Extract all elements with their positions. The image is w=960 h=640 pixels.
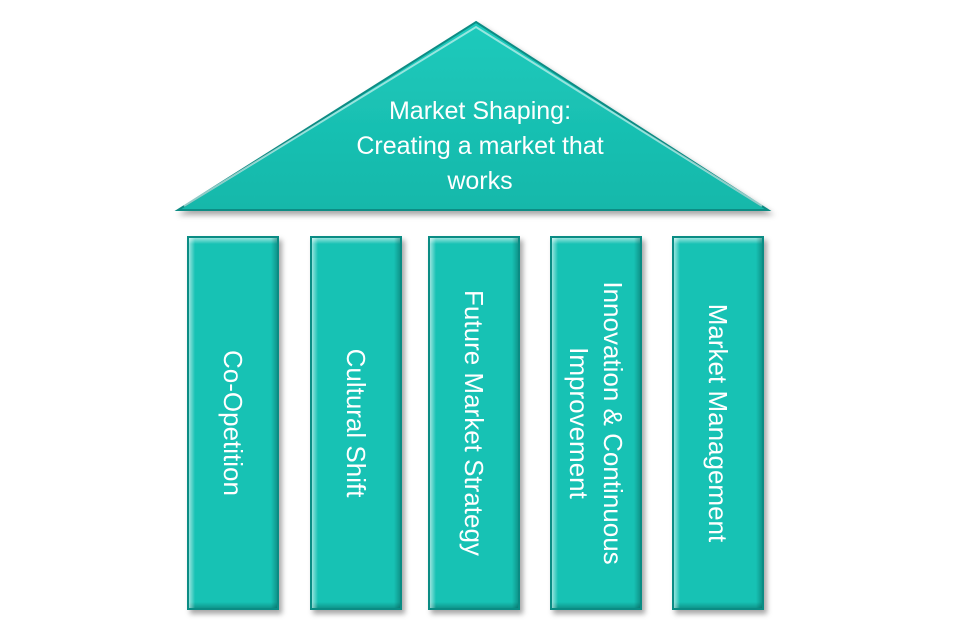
pillar-label: Market Management bbox=[701, 304, 735, 542]
roof-title-line-1: Market Shaping: bbox=[388, 97, 572, 125]
pillar-co-opetition: Co-Opetition bbox=[187, 236, 279, 610]
pillar-label-line: Co-Opetition bbox=[218, 350, 248, 496]
pillar-label-line-2: Improvement bbox=[564, 347, 594, 499]
pillar-cultural-shift: Cultural Shift bbox=[310, 236, 402, 610]
roof-title-line-3: works bbox=[447, 167, 513, 195]
pillar-label: Innovation & Continuous Improvement bbox=[562, 281, 630, 564]
pillar-market-management: Market Management bbox=[672, 236, 764, 610]
pillar-label-line: Market Management bbox=[703, 303, 733, 543]
pillar-label-line: Cultural Shift bbox=[341, 348, 371, 498]
pillar-future-market-strategy: Future Market Strategy bbox=[428, 236, 520, 610]
pillar-label: Cultural Shift bbox=[339, 349, 373, 498]
pillar-label: Co-Opetition bbox=[216, 350, 250, 496]
pillar-innovation-continuous-improvement: Innovation & Continuous Improvement bbox=[550, 236, 642, 610]
pillar-label: Future Market Strategy bbox=[457, 290, 491, 556]
pillar-label-line: Future Market Strategy bbox=[459, 290, 489, 556]
pillar-label-line-1: Innovation & Continuous bbox=[598, 281, 628, 565]
roof-title: Market Shaping: Creating a market that w… bbox=[330, 94, 630, 199]
roof-title-line-2: Creating a market that bbox=[356, 132, 604, 160]
